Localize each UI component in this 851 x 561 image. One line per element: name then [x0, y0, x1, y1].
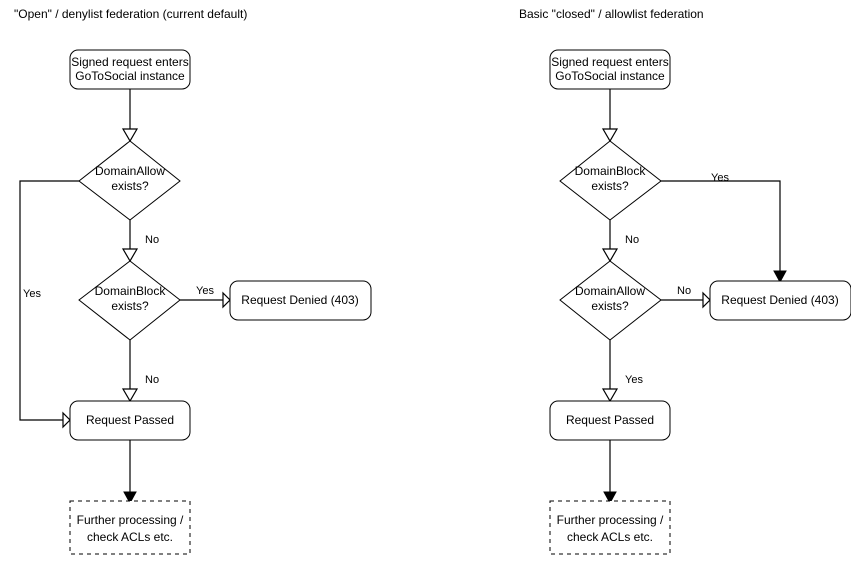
arrowhead-filled-down	[773, 270, 787, 284]
node-start-label-line1: Signed request enters	[551, 55, 668, 69]
edge-label-domainallow-no: No	[145, 234, 159, 246]
node-decision-label-line2: exists?	[111, 179, 149, 193]
edge-domainblock-no-to-passed: No	[121, 340, 159, 403]
edge-passed-to-further-allowlist	[603, 440, 617, 505]
edge-domainallow-yes-to-passed: Yes	[19, 180, 79, 429]
arrowhead-open-right	[702, 291, 711, 309]
diagram-title-denylist: "Open" / denylist federation (current de…	[14, 7, 247, 21]
node-start-label-line2: GoToSocial instance	[555, 69, 665, 83]
node-decision-domainblock-allowlist: DomainBlock exists?	[559, 140, 662, 221]
edge-label-domainallow-yes: Yes	[625, 374, 643, 386]
node-denied-shape	[709, 280, 851, 321]
node-decision-domainallow-allowlist: DomainAllow exists?	[559, 260, 662, 341]
arrowhead-filled-down	[123, 491, 137, 505]
node-request-denied-denylist: Request Denied (403)	[229, 280, 372, 321]
node-denied-label: Request Denied (403)	[721, 293, 838, 307]
node-decision-label-line2: exists?	[111, 299, 149, 313]
node-decision-label-line1: DomainBlock	[95, 284, 167, 298]
node-passed-label: Request Passed	[86, 413, 174, 427]
node-further-label-line2: check ACLs etc.	[87, 530, 173, 544]
node-decision-domainallow-denylist: DomainAllow exists?	[78, 140, 181, 221]
arrowhead-open-right	[222, 291, 231, 309]
edge-domainblock-yes-to-denied: Yes	[180, 285, 231, 309]
edge-label-domainblock-yes: Yes	[196, 285, 214, 297]
edge-label-domainblock-no: No	[625, 234, 639, 246]
node-request-denied-allowlist: Request Denied (403)	[709, 280, 851, 321]
arrowhead-open-down	[601, 248, 619, 263]
node-decision-label-line1: DomainAllow	[575, 284, 645, 298]
node-start-label-line1: Signed request enters	[71, 55, 188, 69]
node-decision-label-line1: DomainAllow	[95, 164, 165, 178]
arrowhead-open-down	[121, 388, 139, 403]
node-decision-domainblock-denylist: DomainBlock exists?	[78, 260, 181, 341]
node-further-label-line1: Further processing /	[77, 513, 184, 527]
arrowhead-open-down	[601, 128, 619, 143]
edge-label-domainallow-no: No	[677, 285, 691, 297]
node-denied-label: Request Denied (403)	[241, 293, 358, 307]
edge-start-to-domainblock	[601, 89, 619, 143]
edge-label-domainblock-yes: Yes	[711, 172, 729, 184]
node-further-shape	[69, 500, 191, 555]
node-further-shape	[549, 500, 671, 555]
arrowhead-filled-down	[603, 491, 617, 505]
diagram-denylist: "Open" / denylist federation (current de…	[14, 7, 372, 555]
node-request-passed-denylist: Request Passed	[69, 400, 191, 441]
node-denied-shape	[229, 280, 372, 321]
node-start-denylist: Signed request enters GoToSocial instanc…	[69, 49, 191, 90]
diagram-allowlist: Basic "closed" / allowlist federation Si…	[519, 7, 851, 555]
edge-passed-to-further-denylist	[123, 440, 137, 505]
edge-start-to-domainallow	[121, 89, 139, 143]
edge-domainallow-no-to-domainblock: No	[121, 220, 159, 263]
node-further-processing-denylist: Further processing / check ACLs etc.	[69, 500, 191, 555]
diagram-title-allowlist: Basic "closed" / allowlist federation	[519, 7, 704, 21]
edge-domainblock-yes-to-denied: Yes	[661, 172, 787, 284]
node-decision-label-line1: DomainBlock	[575, 164, 647, 178]
edge-domainallow-no-to-denied: No	[661, 285, 711, 309]
node-further-label-line1: Further processing /	[557, 513, 664, 527]
node-start-allowlist: Signed request enters GoToSocial instanc…	[549, 49, 671, 90]
node-further-processing-allowlist: Further processing / check ACLs etc.	[549, 500, 671, 555]
arrowhead-open-down	[121, 248, 139, 263]
node-request-passed-allowlist: Request Passed	[549, 400, 671, 441]
node-further-label-line2: check ACLs etc.	[567, 530, 653, 544]
arrowhead-open-down	[121, 128, 139, 143]
arrowhead-open-right	[62, 411, 71, 429]
node-start-label-line2: GoToSocial instance	[75, 69, 185, 83]
edge-domainallow-yes-to-passed: Yes	[601, 340, 643, 403]
edge-domainblock-no-to-domainallow: No	[601, 220, 639, 263]
node-passed-label: Request Passed	[566, 413, 654, 427]
node-decision-label-line2: exists?	[591, 299, 629, 313]
node-decision-label-line2: exists?	[591, 179, 629, 193]
edge-label-domainallow-yes: Yes	[23, 288, 41, 300]
arrowhead-open-down	[601, 388, 619, 403]
edge-label-domainblock-no: No	[145, 374, 159, 386]
